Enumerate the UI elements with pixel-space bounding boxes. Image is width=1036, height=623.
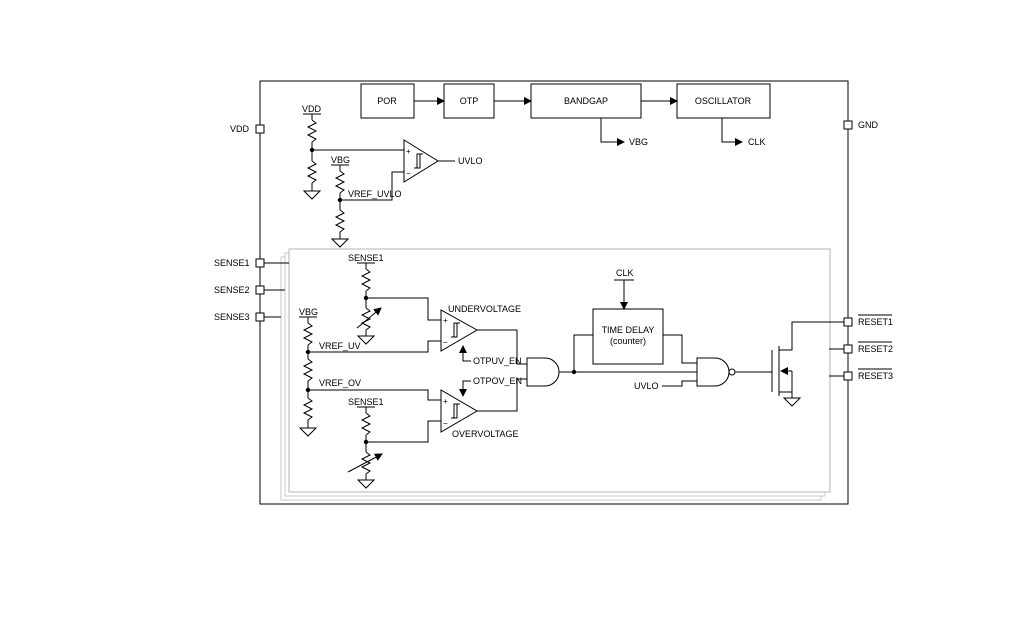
ov-comparator-minus: − [443, 419, 448, 428]
ref-divider-ground [298, 427, 318, 437]
ov-plus-wire [308, 389, 441, 401]
uvlo-minus-wire [340, 171, 404, 201]
uv-sense-ground [356, 335, 376, 345]
clk-input-label: CLK [616, 268, 634, 278]
uvlo-comparator [403, 139, 439, 183]
sense2-pin [255, 285, 265, 295]
gnd-pin [843, 120, 853, 130]
nmos-ground [782, 397, 802, 407]
clk-output-label: CLK [748, 137, 766, 147]
sense1-top-label: SENSE1 [348, 253, 384, 263]
uvlo-divider-resistor-bottom [306, 160, 318, 184]
time-delay-sub-label: (counter) [610, 336, 646, 346]
ov-variable-arrow [347, 453, 383, 473]
uv-otp-enable-wire [459, 345, 471, 362]
ov-variable-resistor [360, 451, 372, 475]
reset1-pin-label: RESET1 [858, 317, 893, 327]
uv-plus-wire [366, 297, 441, 321]
delay-output-wire [663, 334, 697, 364]
vref-uvlo-label: VREF_UVLO [348, 189, 402, 199]
sense3-pin [255, 312, 265, 322]
reset3-pin [843, 371, 853, 381]
nand-bubble [728, 368, 736, 376]
uvlo-comparator-plus: + [406, 147, 411, 156]
vbg-output-label: VBG [629, 137, 648, 147]
vref-uvlo-resistor-top [334, 170, 346, 194]
overvoltage-comparator [440, 389, 478, 433]
vref-uvlo-resistor-bottom [334, 209, 346, 233]
nmos-drain-wire [779, 321, 844, 351]
sense1-pin-label: SENSE1 [214, 258, 250, 268]
gnd-pin-label: GND [858, 120, 879, 130]
sense2-pin-label: SENSE2 [214, 285, 250, 295]
ref-divider-resistor-bottom [302, 397, 314, 421]
ov-to-and-wire [477, 378, 527, 412]
uv-variable-arrow [356, 307, 382, 329]
uv-minus-wire [308, 340, 441, 353]
uvlo-hysteresis-icon [414, 153, 423, 169]
otp-uv-en-label: OTPUV_EN [473, 356, 522, 366]
uvlo-comparator-minus: − [406, 169, 411, 178]
por-label: POR [377, 96, 397, 106]
undervoltage-comparator [440, 309, 479, 352]
and-gate [526, 357, 560, 387]
delay-input-wire [573, 334, 593, 372]
ov-sense-resistor [360, 412, 372, 436]
time-delay-block [592, 308, 664, 365]
nand-gate [696, 357, 730, 387]
ov-minus-wire [366, 420, 441, 443]
uv-to-and-wire [477, 329, 527, 365]
ov-hysteresis-icon [451, 403, 460, 419]
uv-hysteresis-icon [451, 322, 460, 338]
sense3-pin-label: SENSE3 [214, 312, 250, 322]
uv-comparator-plus: + [443, 316, 448, 325]
channel-frame-1 [288, 248, 831, 493]
ov-otp-enable-wire [459, 380, 471, 397]
reset2-pin [843, 344, 853, 354]
vbg-output-arrow [600, 118, 625, 146]
uvlo-input-wire [662, 380, 697, 387]
vdd-pin-label: VDD [230, 124, 250, 134]
vref-uvlo-ground [330, 238, 350, 248]
uvlo-divider-ground [302, 190, 322, 200]
bandgap-label: BANDGAP [564, 96, 608, 106]
uvlo-output-label: UVLO [458, 156, 483, 166]
otp-ov-en-label: OTPOV_EN [473, 376, 522, 386]
ref-divider-resistor-mid [302, 358, 314, 382]
reset2-pin-label: RESET2 [858, 344, 893, 354]
vbg-uvlo-label: VBG [331, 155, 350, 165]
uv-variable-resistor [360, 307, 372, 331]
uvlo-divider-resistor-top [306, 119, 318, 143]
uv-sense-resistor [360, 268, 372, 292]
sense1-bottom-label: SENSE1 [348, 397, 384, 407]
oscillator-label: OSCILLATOR [695, 96, 752, 106]
vref-uv-label: VREF_UV [319, 341, 361, 351]
ov-comparator-plus: + [443, 397, 448, 406]
reset1-pin [843, 317, 853, 327]
vbg-channel-label: VBG [299, 307, 318, 317]
ref-divider-resistor-top [302, 322, 314, 346]
vdd-pin [255, 124, 265, 134]
vdd-internal-label: VDD [302, 104, 322, 114]
clk-output-arrow [721, 118, 743, 146]
vref-ov-label: VREF_OV [319, 378, 361, 388]
undervoltage-label: UNDERVOLTAGE [448, 304, 521, 314]
sense1-pin [255, 258, 265, 268]
overvoltage-label: OVERVOLTAGE [452, 429, 519, 439]
uvlo-input-label: UVLO [634, 381, 659, 391]
otp-label: OTP [460, 96, 479, 106]
time-delay-label: TIME DELAY [602, 325, 655, 335]
reset3-pin-label: RESET3 [858, 371, 893, 381]
uv-comparator-minus: − [443, 338, 448, 347]
ov-sense-ground [356, 479, 376, 489]
